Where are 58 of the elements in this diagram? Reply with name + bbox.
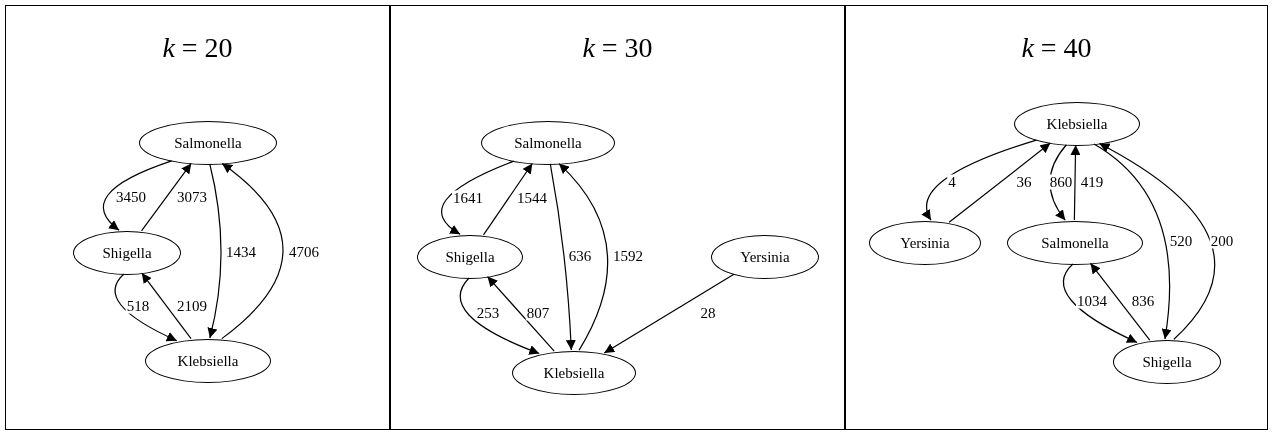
edge-label: 2109 xyxy=(176,298,208,314)
ellipse-node: Shigella xyxy=(73,231,181,275)
panel xyxy=(845,5,1268,430)
edge-label: 520 xyxy=(1168,233,1194,249)
arrow xyxy=(221,162,284,340)
ellipse-node: Shigella xyxy=(1113,340,1221,384)
arrow xyxy=(603,273,735,354)
edge-label: 1592 xyxy=(612,248,644,264)
edge-label: 3450 xyxy=(115,189,147,205)
arrow xyxy=(549,163,576,351)
edge-label: 28 xyxy=(699,305,717,321)
arrow xyxy=(207,163,222,339)
arrow xyxy=(482,162,533,236)
edge-label: 1544 xyxy=(516,190,548,206)
arrow xyxy=(1089,262,1151,341)
arrow xyxy=(922,139,1037,221)
edge-label: 1034 xyxy=(1076,293,1108,309)
ellipse-node: Shigella xyxy=(417,235,523,279)
arrow xyxy=(459,277,540,355)
arrow xyxy=(441,160,515,235)
edge-label: 36 xyxy=(1015,174,1033,190)
panel-title: k = 30 xyxy=(581,31,654,65)
arrow xyxy=(1093,143,1172,340)
edge-label: 3073 xyxy=(176,189,208,205)
arrow xyxy=(558,163,609,351)
ellipse-node: Klebsiella xyxy=(145,339,271,383)
edge-label: 807 xyxy=(525,305,551,321)
edge-label: 1641 xyxy=(452,190,484,206)
ellipse-node: Yersinia xyxy=(869,221,981,265)
ellipse-node: Klebsiella xyxy=(1014,102,1140,146)
arrow xyxy=(114,273,178,342)
arrow xyxy=(486,276,555,352)
panel xyxy=(390,5,845,430)
edge-label: 253 xyxy=(475,305,501,321)
edge-label: 518 xyxy=(125,298,151,314)
arrow xyxy=(948,142,1051,223)
edge-label: 1434 xyxy=(225,244,257,260)
edge-label: 200 xyxy=(1209,233,1235,249)
edge-label: 860 xyxy=(1048,174,1074,190)
edge-label: 4706 xyxy=(288,244,320,260)
ellipse-node: Salmonella xyxy=(481,121,615,165)
edge-label: 419 xyxy=(1079,174,1105,190)
panel-title: k = 40 xyxy=(1020,31,1093,65)
arrow xyxy=(1070,144,1081,221)
panel-title: k = 20 xyxy=(161,31,234,65)
arrow xyxy=(102,160,173,231)
edge-label: 4 xyxy=(947,174,957,190)
panel xyxy=(5,5,390,430)
arrow xyxy=(141,272,192,340)
arrow xyxy=(140,162,192,232)
ellipse-node: Salmonella xyxy=(139,121,277,165)
edge-label: 836 xyxy=(1130,293,1156,309)
arrow xyxy=(1062,263,1138,344)
ellipse-node: Yersinia xyxy=(711,235,819,279)
ellipse-node: Klebsiella xyxy=(512,351,636,395)
arrow xyxy=(1098,142,1215,340)
edge-label: 636 xyxy=(567,248,593,264)
ellipse-node: Salmonella xyxy=(1007,221,1143,265)
